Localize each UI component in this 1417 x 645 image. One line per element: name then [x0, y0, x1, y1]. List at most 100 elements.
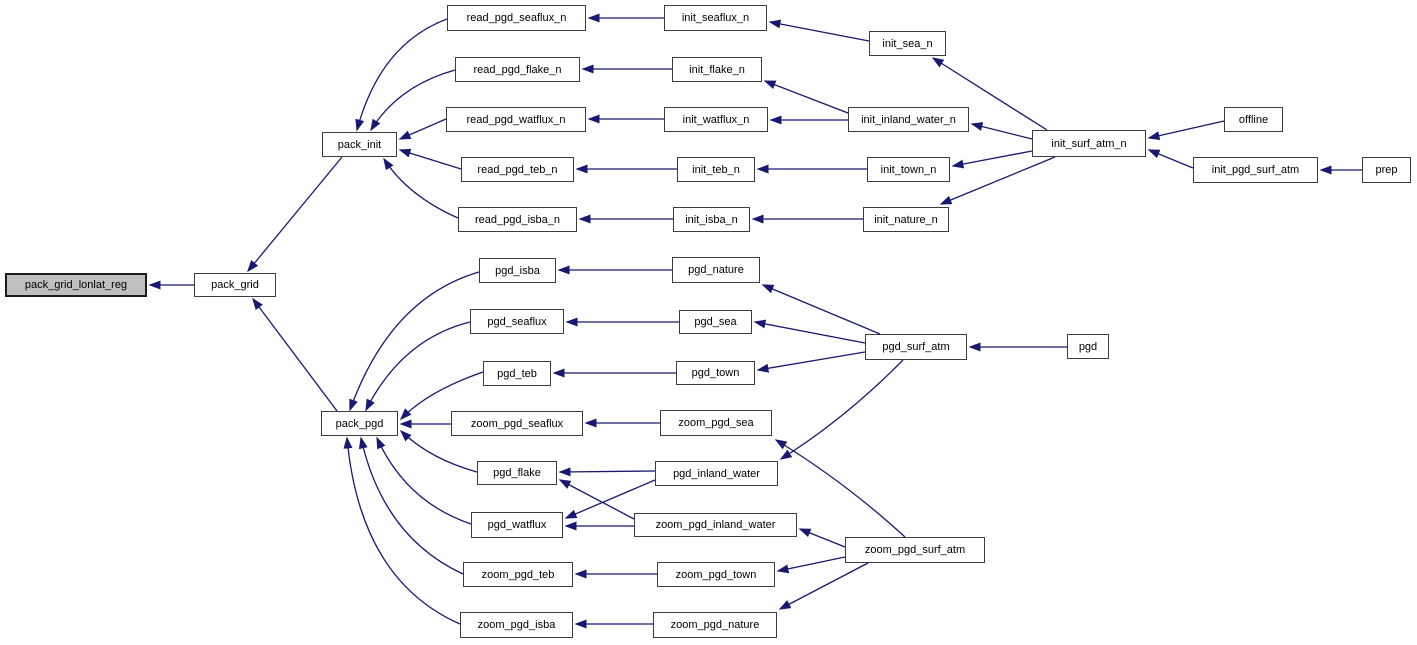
- edge-pgd_inland_water-to-pgd_watflux: [564, 479, 656, 519]
- graph-node-label: read_pgd_seaflux_n: [466, 12, 567, 24]
- graph-node-label: pack_init: [337, 138, 382, 151]
- graph-node-pgd_inland_water[interactable]: pgd_inland_water: [655, 461, 778, 486]
- graph-node-zoom_pgd_surf_atm[interactable]: zoom_pgd_surf_atm: [845, 537, 985, 563]
- graph-node-label: init_flake_n: [689, 63, 745, 76]
- graph-node-label: init_sea_n: [882, 37, 933, 50]
- graph-node-pack_init[interactable]: pack_init: [322, 132, 397, 157]
- graph-node-offline[interactable]: offline: [1224, 107, 1283, 132]
- graph-node-init_nature_n[interactable]: init_nature_n: [863, 207, 949, 232]
- edge-init_sea_n-to-init_seaflux_n: [768, 19, 870, 42]
- graph-node-init_seaflux_n[interactable]: init_seaflux_n: [664, 5, 767, 31]
- graph-node-label: pgd_teb: [497, 367, 537, 380]
- edge-pack_init-to-pack_grid: [247, 156, 343, 273]
- graph-node-label: pgd_flake: [493, 467, 541, 479]
- edge-read_pgd_teb_n-to-pack_init: [398, 148, 462, 170]
- graph-node-prep[interactable]: prep: [1362, 157, 1411, 183]
- graph-node-zoom_pgd_seaflux[interactable]: zoom_pgd_seaflux: [451, 411, 583, 436]
- graph-node-read_pgd_seaflux_n[interactable]: read_pgd_seaflux_n: [447, 5, 586, 31]
- graph-node-label: init_inland_water_n: [861, 113, 956, 126]
- graph-node-label: read_pgd_flake_n: [473, 63, 562, 76]
- graph-node-init_town_n[interactable]: init_town_n: [867, 157, 950, 182]
- graph-node-pgd_isba[interactable]: pgd_isba: [479, 258, 556, 283]
- graph-node-init_watflux_n[interactable]: init_watflux_n: [664, 107, 768, 132]
- graph-node-label: pgd_sea: [694, 316, 737, 328]
- graph-node-label: read_pgd_teb_n: [477, 163, 558, 176]
- graph-node-pgd_surf_atm[interactable]: pgd_surf_atm: [865, 334, 967, 360]
- graph-node-label: pgd_isba: [495, 264, 540, 277]
- edge-read_pgd_watflux_n-to-pack_init: [398, 118, 447, 140]
- graph-node-zoom_pgd_nature[interactable]: zoom_pgd_nature: [653, 612, 777, 638]
- edge-pgd_surf_atm-to-pgd_sea: [753, 319, 866, 344]
- graph-node-label: pgd_nature: [688, 264, 744, 276]
- edge-pgd_isba-to-pack_pgd: [349, 271, 480, 412]
- graph-node-label: pgd_inland_water: [673, 467, 760, 480]
- edge-zoom_pgd_isba-to-pack_pgd: [343, 436, 461, 625]
- graph-node-zoom_pgd_town[interactable]: zoom_pgd_town: [657, 562, 775, 587]
- graph-node-label: pgd: [1078, 340, 1098, 353]
- edge-read_pgd_seaflux_n-to-pack_init: [355, 18, 448, 132]
- edge-init_surf_atm_n-to-init_town_n: [951, 150, 1033, 169]
- edge-pack_pgd-to-pack_grid: [252, 297, 338, 412]
- graph-node-label: zoom_pgd_nature: [670, 619, 760, 631]
- graph-node-init_teb_n[interactable]: init_teb_n: [677, 157, 755, 182]
- graph-node-label: pgd_surf_atm: [882, 341, 950, 353]
- graph-node-label: init_seaflux_n: [681, 12, 750, 24]
- edge-init_surf_atm_n-to-init_inland_water_n: [970, 122, 1033, 140]
- graph-node-read_pgd_isba_n[interactable]: read_pgd_isba_n: [458, 207, 577, 232]
- graph-node-pgd_flake[interactable]: pgd_flake: [477, 461, 557, 485]
- edges-group: [148, 13, 1362, 629]
- graph-node-init_sea_n[interactable]: init_sea_n: [869, 31, 946, 56]
- graph-node-label: init_surf_atm_n: [1051, 137, 1127, 150]
- graph-node-pack_grid_lonlat_reg: pack_grid_lonlat_reg: [5, 273, 147, 297]
- graph-node-init_pgd_surf_atm[interactable]: init_pgd_surf_atm: [1193, 157, 1318, 183]
- edge-init_inland_water_n-to-init_flake_n: [763, 80, 849, 114]
- edge-zoom_pgd_surf_atm-to-zoom_pgd_town: [776, 556, 846, 574]
- graph-node-pack_grid[interactable]: pack_grid: [194, 273, 276, 297]
- graph-node-label: init_isba_n: [685, 213, 738, 226]
- graph-node-read_pgd_flake_n[interactable]: read_pgd_flake_n: [455, 57, 580, 82]
- graph-node-init_isba_n[interactable]: init_isba_n: [673, 207, 750, 232]
- edge-zoom_pgd_surf_atm-to-zoom_pgd_inland_water: [798, 528, 846, 548]
- graph-node-pgd_teb[interactable]: pgd_teb: [483, 361, 551, 386]
- edge-pgd_watflux-to-pack_pgd: [376, 436, 472, 525]
- graph-node-init_flake_n[interactable]: init_flake_n: [672, 57, 762, 82]
- graph-node-zoom_pgd_inland_water[interactable]: zoom_pgd_inland_water: [634, 513, 797, 537]
- graph-node-label: zoom_pgd_surf_atm: [864, 544, 966, 556]
- graph-node-pgd_town[interactable]: pgd_town: [676, 361, 755, 385]
- graph-node-label: pgd_watflux: [487, 519, 547, 531]
- graph-node-pgd_sea[interactable]: pgd_sea: [679, 310, 752, 334]
- graph-node-label: zoom_pgd_isba: [477, 619, 556, 631]
- graph-node-zoom_pgd_teb[interactable]: zoom_pgd_teb: [463, 562, 573, 587]
- edge-read_pgd_isba_n-to-pack_init: [383, 157, 459, 219]
- graph-node-label: pack_grid_lonlat_reg: [24, 279, 128, 291]
- graph-node-read_pgd_teb_n[interactable]: read_pgd_teb_n: [461, 157, 574, 182]
- graph-node-label: init_pgd_surf_atm: [1211, 164, 1300, 176]
- graph-node-zoom_pgd_isba[interactable]: zoom_pgd_isba: [460, 612, 573, 638]
- graph-node-label: pack_grid: [211, 279, 259, 291]
- graph-node-pgd_seaflux[interactable]: pgd_seaflux: [470, 309, 564, 334]
- graph-node-label: init_watflux_n: [682, 113, 750, 126]
- edge-init_surf_atm_n-to-init_sea_n: [931, 57, 1048, 131]
- graph-node-label: zoom_pgd_seaflux: [470, 417, 564, 430]
- graph-node-init_surf_atm_n[interactable]: init_surf_atm_n: [1032, 130, 1146, 157]
- graph-node-pgd[interactable]: pgd: [1067, 334, 1109, 359]
- edge-zoom_pgd_inland_water-to-pgd_flake: [558, 479, 635, 520]
- graph-node-label: init_town_n: [880, 163, 937, 176]
- edge-pgd_seaflux-to-pack_pgd: [365, 321, 471, 412]
- edge-pgd_flake-to-pack_pgd: [399, 429, 478, 473]
- graph-node-label: zoom_pgd_sea: [678, 417, 754, 429]
- graph-node-label: offline: [1238, 113, 1269, 126]
- graph-node-init_inland_water_n[interactable]: init_inland_water_n: [848, 107, 969, 132]
- graph-node-label: zoom_pgd_inland_water: [655, 519, 776, 531]
- graph-node-read_pgd_watflux_n[interactable]: read_pgd_watflux_n: [446, 107, 586, 132]
- edge-pgd_surf_atm-to-pgd_town: [756, 351, 866, 373]
- graph-node-zoom_pgd_sea[interactable]: zoom_pgd_sea: [660, 410, 772, 436]
- graph-node-pgd_watflux[interactable]: pgd_watflux: [471, 512, 563, 538]
- graph-node-label: pgd_town: [691, 367, 740, 379]
- edge-zoom_pgd_teb-to-pack_pgd: [358, 436, 464, 575]
- graph-node-label: read_pgd_isba_n: [474, 213, 561, 226]
- graph-node-pgd_nature[interactable]: pgd_nature: [672, 257, 760, 283]
- graph-node-pack_pgd[interactable]: pack_pgd: [321, 411, 398, 436]
